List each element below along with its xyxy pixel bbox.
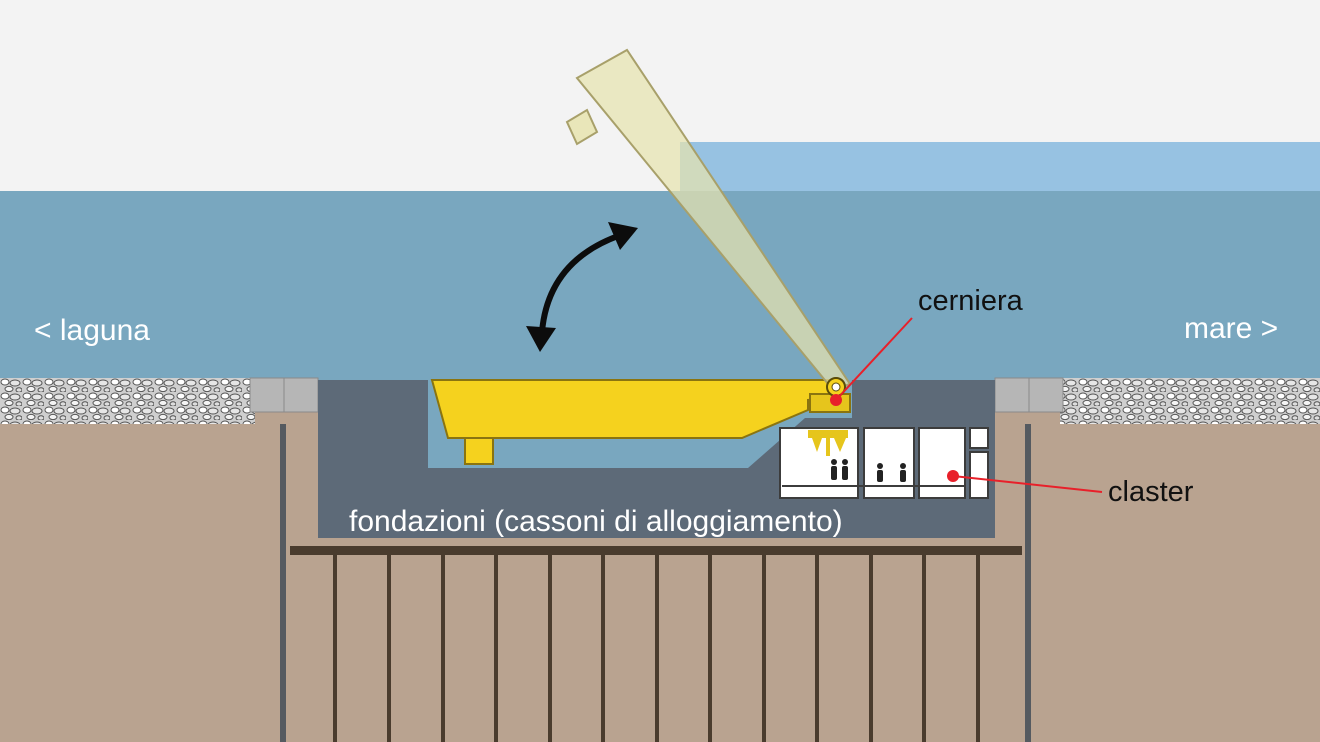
sheet-pile-right bbox=[1025, 424, 1031, 742]
cluster-room-2 bbox=[863, 427, 915, 499]
foundation-piles bbox=[333, 555, 980, 742]
gravel-bed-right bbox=[1060, 378, 1320, 424]
label-fondazioni: fondazioni (cassoni di alloggiamento) bbox=[349, 505, 843, 538]
label-laguna: < laguna bbox=[34, 314, 150, 347]
sheet-pile-left bbox=[280, 424, 286, 742]
cluster-shaft bbox=[969, 451, 989, 499]
pile-cap-beam bbox=[290, 546, 1022, 555]
lagoon-water bbox=[0, 191, 1320, 402]
label-mare: mare > bbox=[1184, 312, 1279, 345]
cluster-room-3 bbox=[918, 427, 966, 499]
label-claster: claster bbox=[1108, 476, 1194, 508]
cluster-equipment bbox=[808, 430, 848, 438]
claster-leader-line bbox=[952, 475, 1103, 493]
people-silhouettes bbox=[831, 459, 906, 482]
rotation-arrow-icon bbox=[526, 222, 638, 352]
cerniera-leader-line bbox=[835, 317, 913, 401]
gate-lowered bbox=[430, 379, 851, 465]
claster-marker bbox=[947, 470, 959, 482]
cerniera-marker bbox=[830, 394, 842, 406]
cluster-shaft-top bbox=[969, 427, 989, 449]
gravel-bed-left bbox=[0, 378, 255, 424]
label-cerniera: cerniera bbox=[918, 285, 1023, 317]
